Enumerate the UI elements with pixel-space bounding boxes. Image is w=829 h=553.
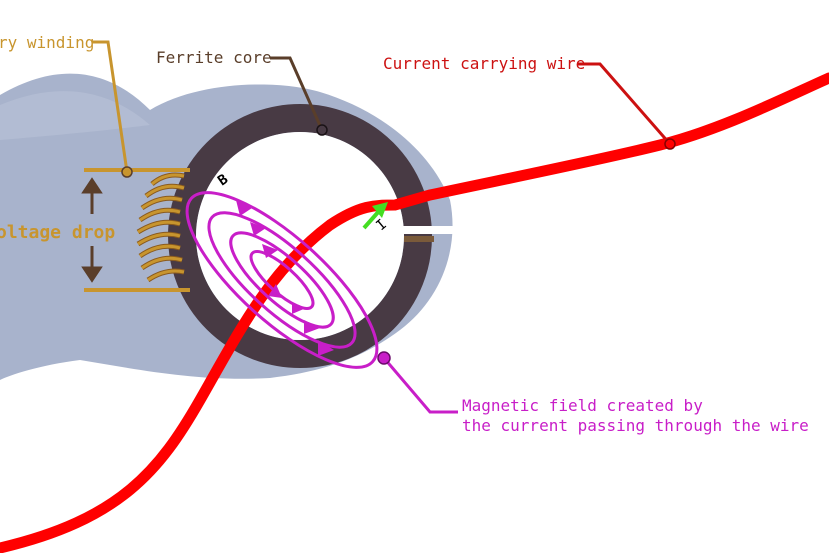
- label-ferrite-core: Ferrite core: [156, 48, 272, 67]
- magnetic-field-lines: [185, 191, 379, 369]
- leader-dot-winding: [121, 166, 133, 178]
- leader-wire: [578, 62, 672, 145]
- clamp-opening: [196, 132, 404, 340]
- current-direction-arrow: [362, 202, 388, 230]
- label-magnetic-field-line1: Magnetic field created by: [462, 396, 703, 415]
- voltage-drop-arrows: [81, 177, 103, 283]
- label-voltage-drop: oltage drop: [0, 222, 115, 243]
- label-current-carrying-wire: Current carrying wire: [383, 54, 585, 73]
- leader-dot-ferrite: [316, 124, 328, 136]
- label-secondary-winding: ry winding: [0, 33, 94, 52]
- magnetic-field-arrowheads: [236, 200, 334, 356]
- label-magnetic-field-line2: the current passing through the wire: [462, 416, 809, 435]
- jaw-gap: [400, 226, 455, 234]
- leader-secondary-winding: [92, 40, 129, 173]
- leader-ferrite: [270, 56, 324, 131]
- secondary-winding-highlight: [137, 173, 185, 282]
- leader-dot-field: [377, 351, 391, 365]
- leader-field: [382, 357, 458, 414]
- leader-dot-wire: [664, 138, 676, 150]
- gap-marker: [404, 236, 434, 242]
- clamp-body-highlight: [0, 91, 150, 140]
- current-carrying-wire: [0, 72, 829, 553]
